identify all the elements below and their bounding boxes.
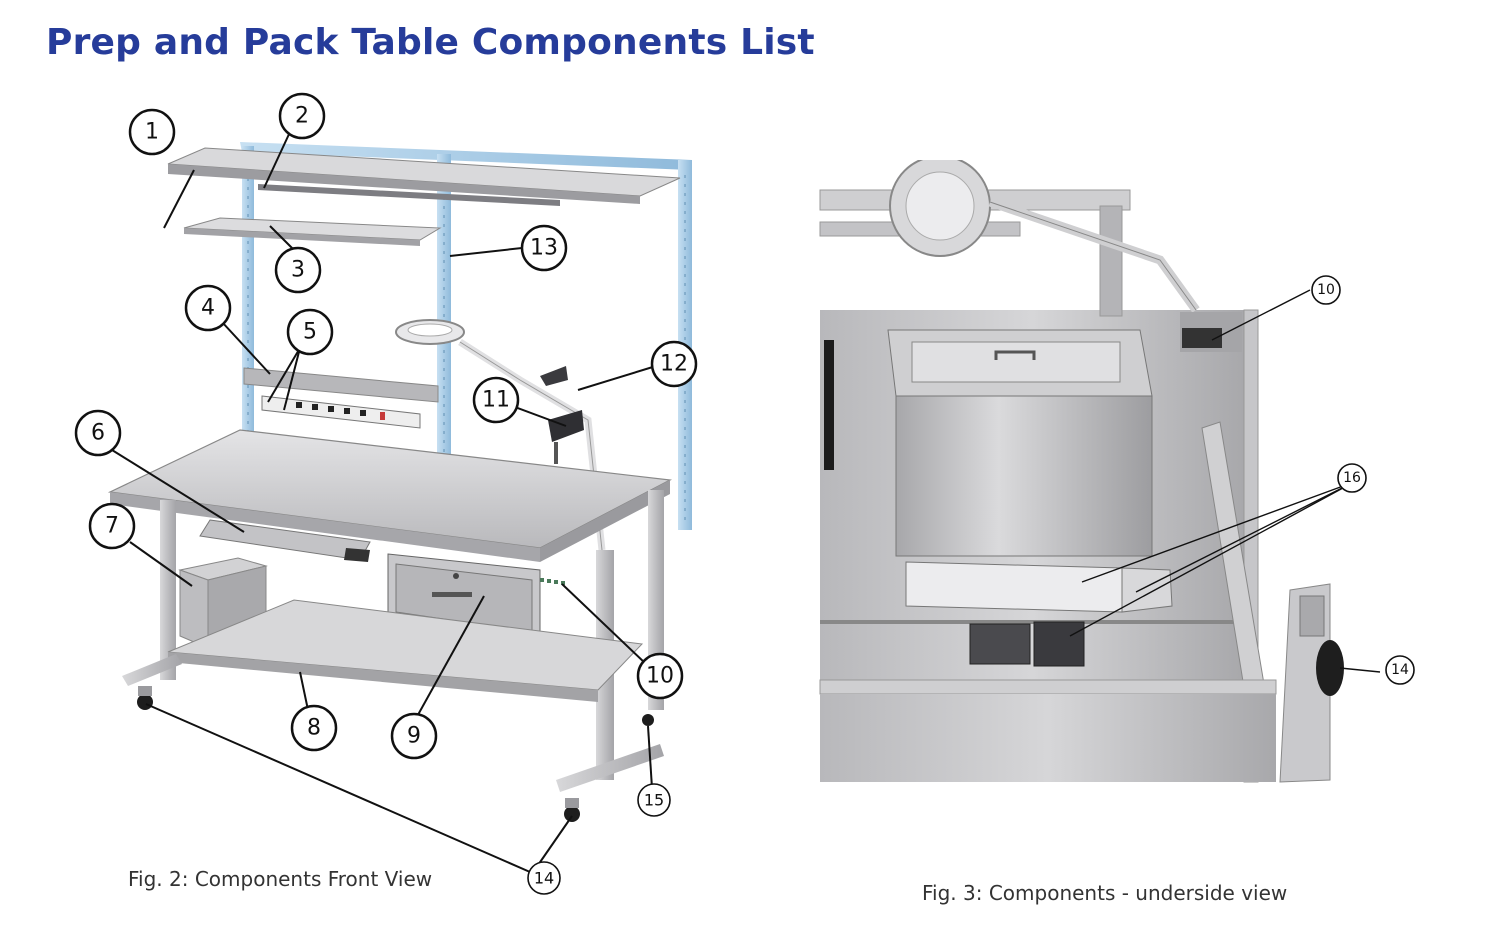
svg-text:8: 8 xyxy=(307,716,321,741)
callout-14-underside: 14 xyxy=(1385,655,1415,685)
callout-9: 9 xyxy=(390,712,438,760)
svg-text:15: 15 xyxy=(644,791,664,810)
svg-text:13: 13 xyxy=(530,236,558,261)
svg-text:14: 14 xyxy=(534,869,554,888)
storage-bin xyxy=(887,329,1153,557)
svg-text:16: 16 xyxy=(1343,470,1361,486)
svg-text:6: 6 xyxy=(91,421,105,446)
svg-text:10: 10 xyxy=(646,664,674,689)
callout-4: 4 xyxy=(184,284,232,332)
callout-10: 10 xyxy=(636,652,684,700)
callout-6: 6 xyxy=(74,409,122,457)
figure-underside-view: 10 16 14 xyxy=(800,155,1500,946)
power-supplies xyxy=(905,561,1173,667)
callout-16: 16 xyxy=(1337,463,1367,493)
callout-12: 12 xyxy=(650,340,698,388)
caster-bracket xyxy=(1279,583,1344,783)
svg-text:14: 14 xyxy=(1391,662,1409,678)
svg-text:9: 9 xyxy=(407,724,421,749)
front-view-callouts: 1 2 3 4 5 6 7 8 9 10 11 12 13 14 15 xyxy=(74,92,698,895)
callout-11: 11 xyxy=(472,376,520,424)
middle-shelf xyxy=(183,217,442,246)
svg-text:2: 2 xyxy=(295,104,309,129)
underside-view-caption: Fig. 3: Components - underside view xyxy=(922,881,1288,905)
callout-7: 7 xyxy=(88,502,136,550)
callout-5: 5 xyxy=(286,308,334,356)
svg-text:10: 10 xyxy=(1317,282,1335,298)
svg-text:11: 11 xyxy=(482,388,510,413)
legs-and-bottom-shelf xyxy=(122,490,664,792)
underside-callouts: 10 16 14 xyxy=(1311,275,1415,685)
callout-10-underside: 10 xyxy=(1311,275,1341,305)
power-strip-bar xyxy=(243,367,439,429)
front-view-caption: Fig. 2: Components Front View xyxy=(128,867,433,891)
top-shelf xyxy=(167,147,681,206)
underside-view-illustration: 10 16 14 xyxy=(819,155,1415,783)
svg-text:7: 7 xyxy=(105,514,119,539)
underside-leaders xyxy=(1069,289,1381,673)
callout-14: 14 xyxy=(527,861,561,895)
callout-1: 1 xyxy=(128,108,176,156)
front-view-illustration: 1 2 3 4 5 6 7 8 9 10 11 12 13 14 15 xyxy=(74,92,698,895)
casters xyxy=(137,686,654,822)
svg-text:3: 3 xyxy=(291,258,305,283)
work-surface xyxy=(107,429,673,562)
callout-2: 2 xyxy=(278,92,326,140)
svg-text:1: 1 xyxy=(145,120,159,145)
callout-15: 15 xyxy=(637,783,671,817)
callout-13: 13 xyxy=(520,224,568,272)
outlet-10 xyxy=(1182,328,1222,348)
callout-3: 3 xyxy=(274,246,322,294)
callout-8: 8 xyxy=(290,704,338,752)
svg-text:12: 12 xyxy=(660,352,688,377)
figure-front-view: 1 2 3 4 5 6 7 8 9 10 11 12 13 14 15 Fig.… xyxy=(0,80,760,946)
svg-text:4: 4 xyxy=(201,296,215,321)
lamp-head xyxy=(889,155,1200,313)
svg-text:5: 5 xyxy=(303,320,317,345)
page-title: Prep and Pack Table Components List xyxy=(46,22,815,63)
